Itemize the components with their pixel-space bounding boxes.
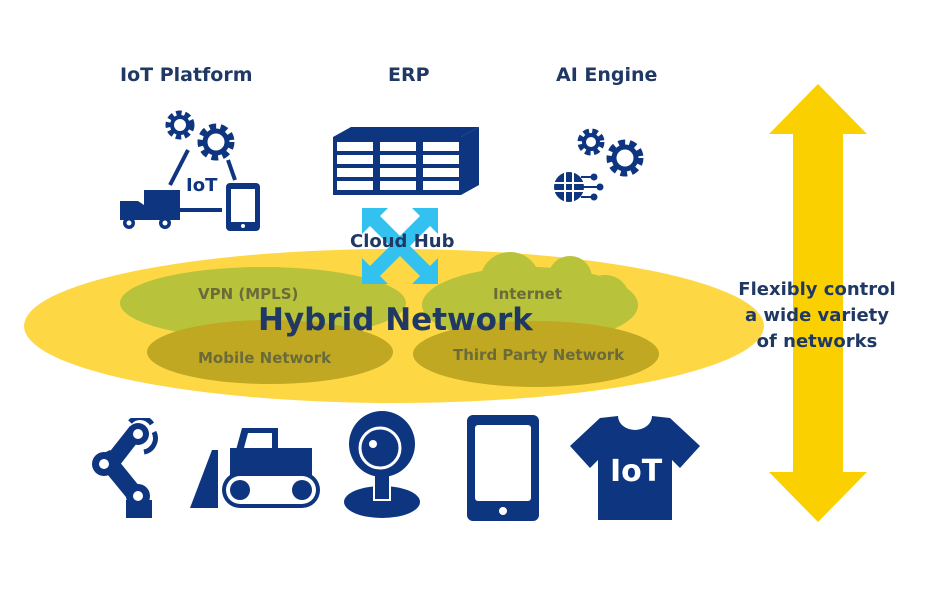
bulldozer-icon: [190, 428, 322, 510]
webcam-icon: [342, 410, 422, 520]
double-arrow-vertical-icon: [768, 84, 868, 522]
side-note: Flexibly control a wide variety of netwo…: [722, 277, 912, 355]
iot-tshirt-icon: [570, 416, 700, 520]
ai-engine-title: AI Engine: [556, 64, 658, 86]
iot-platform-icon: [110, 105, 270, 235]
tablet-icon: [467, 415, 539, 521]
third-party-label: Third Party Network: [453, 346, 625, 364]
cloud-hub-label: Cloud Hub: [350, 231, 455, 252]
vpn-label: VPN (MPLS): [198, 285, 299, 303]
iot-platform-title: IoT Platform: [120, 64, 253, 86]
internet-label: Internet: [493, 285, 563, 303]
side-note-line-2: a wide variety: [744, 305, 890, 326]
side-note-line-1: Flexibly control: [738, 279, 896, 300]
side-note-line-3: of networks: [756, 331, 878, 352]
ai-gears-globe-icon: [553, 125, 653, 210]
mobile-network-label: Mobile Network: [198, 349, 332, 367]
server-rack-icon: [333, 127, 479, 197]
iot-tshirt-text: IoT: [610, 454, 663, 489]
hybrid-network-title: Hybrid Network: [258, 302, 533, 338]
robot-arm-icon: [86, 418, 166, 518]
erp-title: ERP: [388, 64, 430, 86]
iot-platform-icon-text: IoT: [186, 175, 218, 196]
expand-arrows-icon: [362, 208, 438, 284]
